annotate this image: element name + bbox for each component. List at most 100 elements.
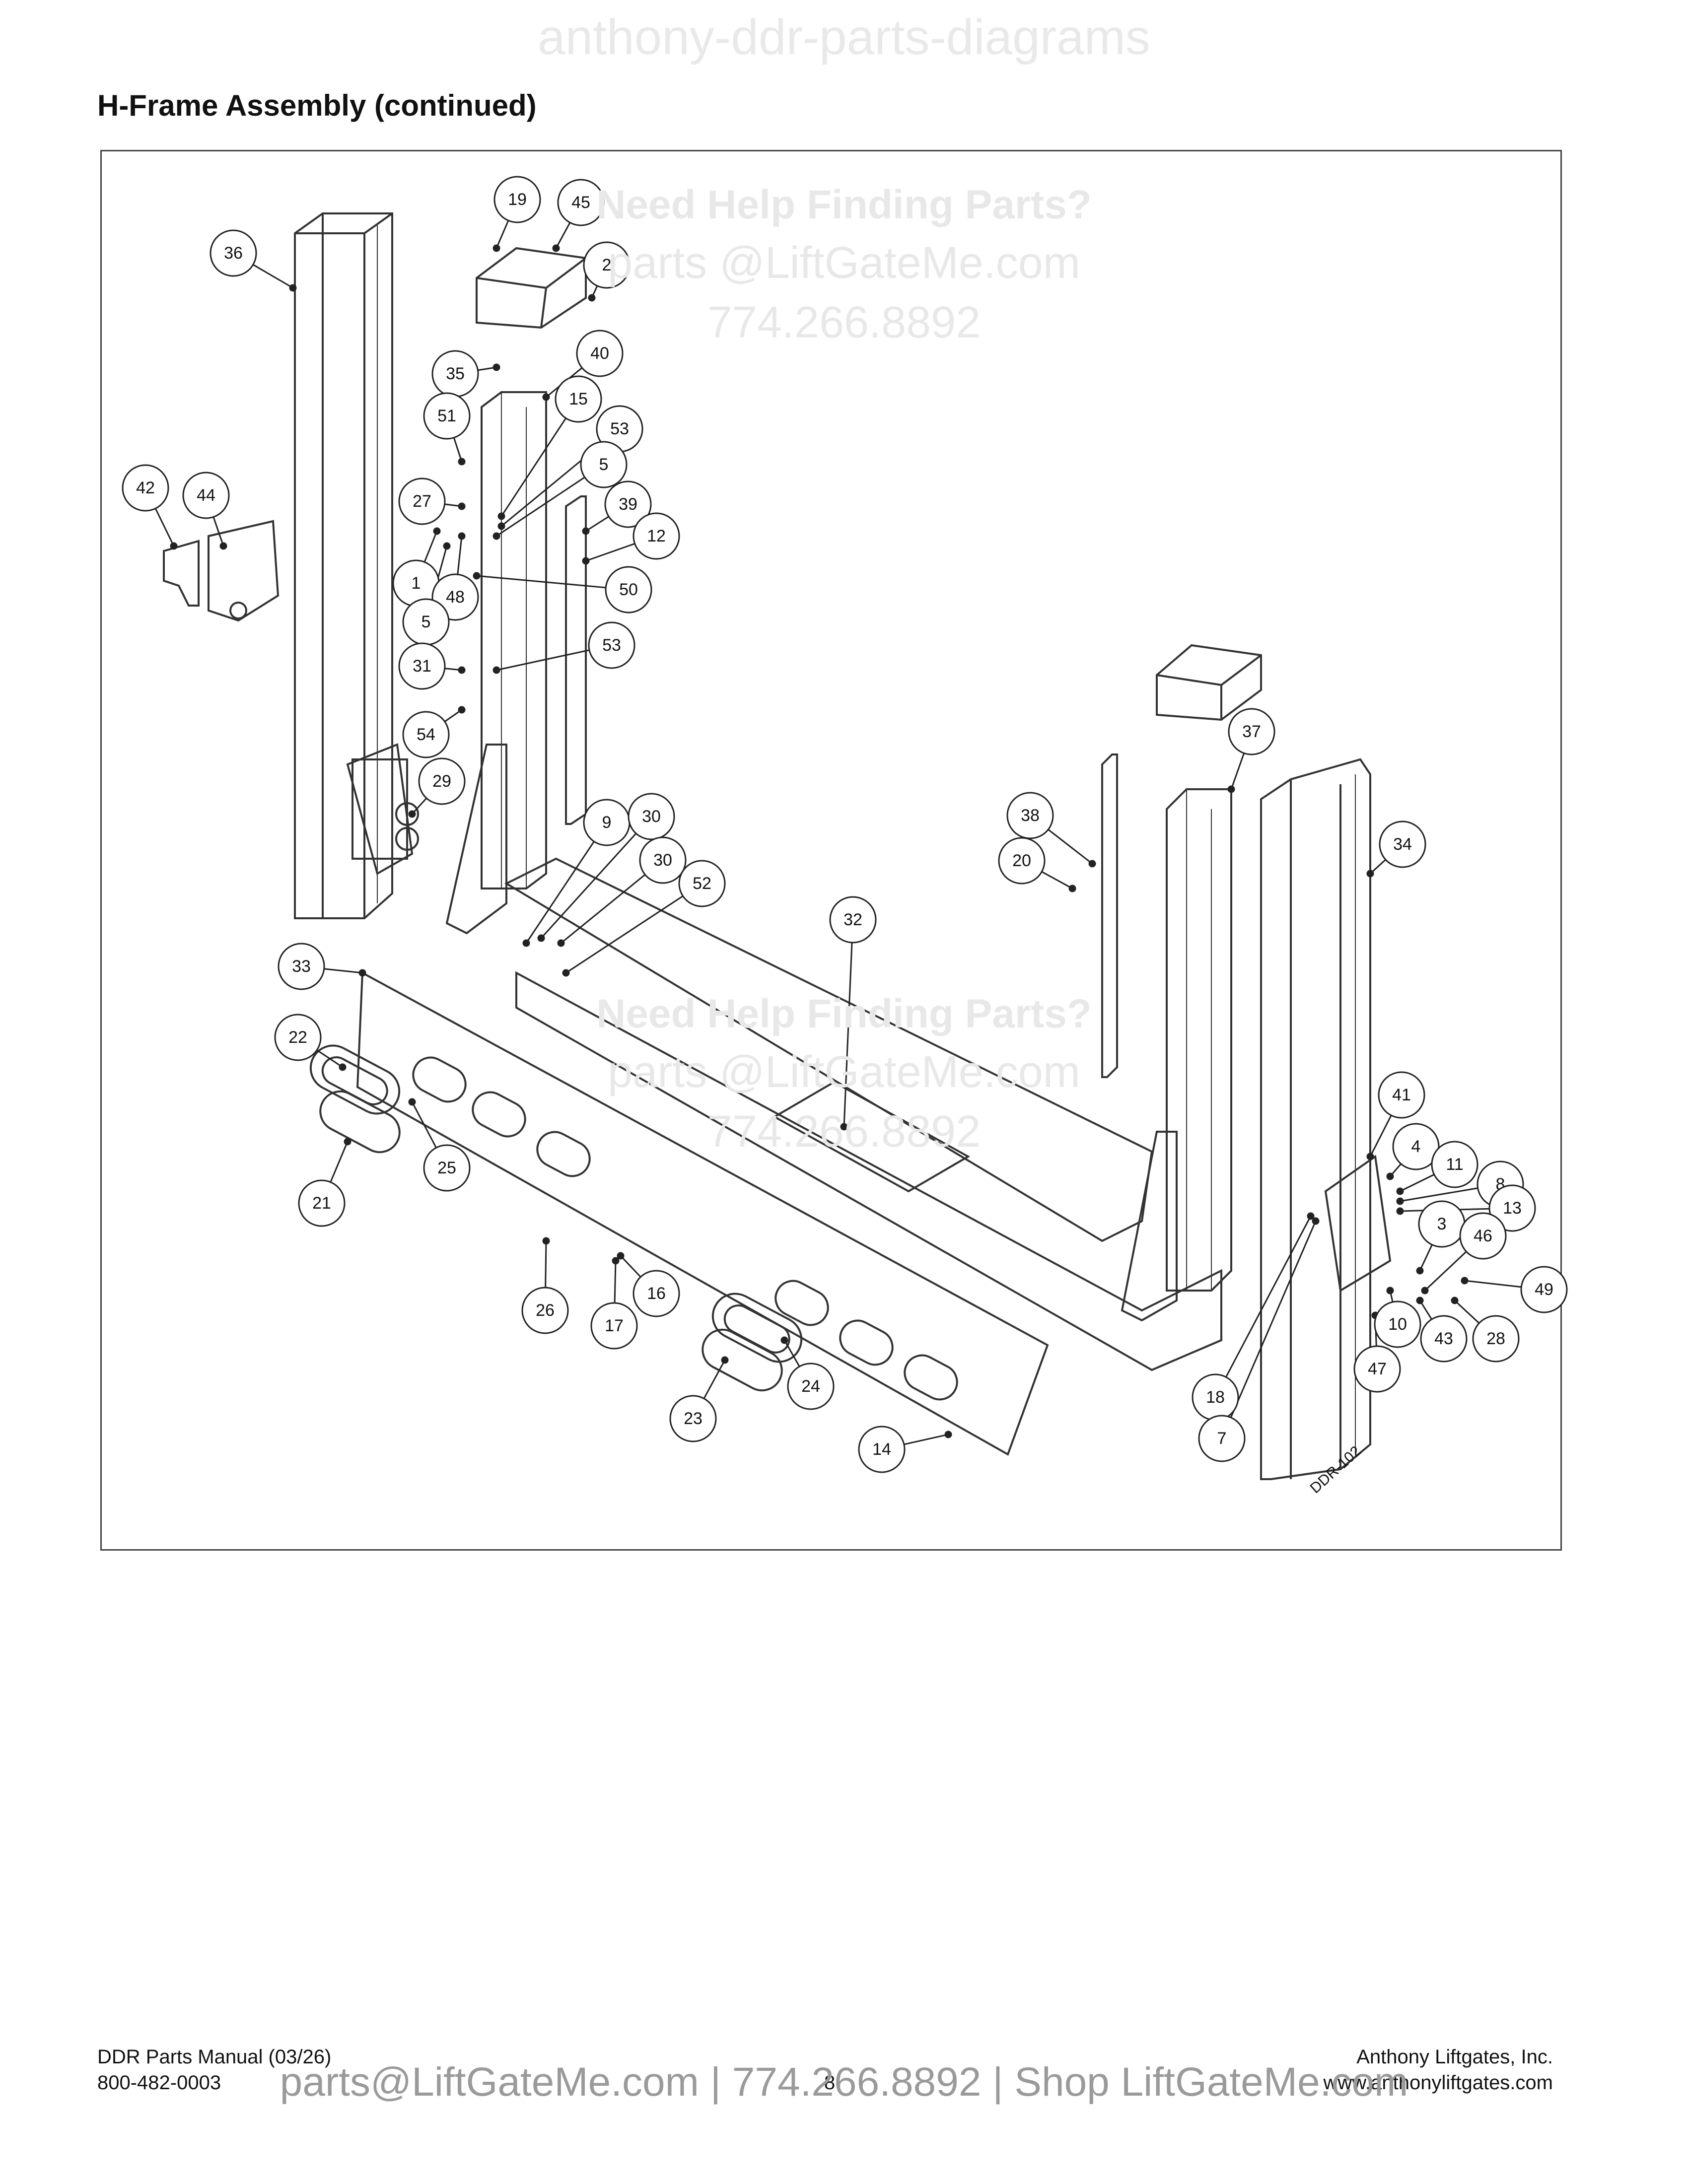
footer-manual: DDR Parts Manual (03/26): [97, 2046, 332, 2068]
footer-company: Anthony Liftgates, Inc.: [1356, 2046, 1553, 2068]
callout-number: 15: [569, 390, 588, 409]
callout-leader: [453, 437, 463, 462]
callout-number: 44: [197, 486, 215, 505]
watermark-line3: 774.266.8892: [707, 298, 981, 347]
callout-leader: [423, 531, 438, 562]
footer-promo: parts@LiftGateMe.com | 774.266.8892 | Sh…: [280, 2059, 1408, 2105]
callout-leader-tip: [944, 1431, 952, 1438]
callout-number: 11: [1446, 1155, 1463, 1174]
callout-circle: [1228, 708, 1275, 755]
callout-22: 22: [274, 1014, 322, 1061]
callout-circle: [1520, 1266, 1568, 1313]
callout-number: 20: [1012, 851, 1031, 870]
callout-3: 3: [1418, 1200, 1466, 1248]
callout-circle: [1006, 792, 1054, 839]
cross-member-32: [504, 857, 1222, 1371]
watermark-line2: parts @LiftGateMe.com: [608, 1047, 1080, 1097]
callout-circle: [493, 176, 541, 223]
callout-number: 12: [647, 527, 666, 546]
callout-number: 25: [437, 1159, 456, 1177]
callout-7: 7: [1198, 1415, 1246, 1462]
callout-leader: [783, 1340, 800, 1367]
right-channel-37: [1121, 788, 1232, 1322]
callout-circle: [639, 836, 687, 884]
callout-number: 37: [1242, 722, 1261, 741]
callout-5: 5: [580, 441, 628, 488]
callout-leader: [154, 508, 175, 546]
callout-circle: [423, 1144, 471, 1192]
callout-leader-tip: [492, 244, 500, 252]
callout-29: 29: [418, 757, 466, 805]
callout-42: 42: [122, 464, 169, 512]
callout-number: 48: [446, 588, 465, 607]
callout-number: 30: [653, 851, 672, 870]
callout-leader: [411, 1101, 437, 1148]
watermark-line3: 774.266.8892: [707, 1107, 981, 1157]
callout-21: 21: [298, 1179, 346, 1227]
callout-circle: [1378, 1071, 1425, 1119]
callout-23: 23: [669, 1395, 717, 1442]
callout-number: 33: [292, 957, 311, 976]
callout-leader-tip: [1421, 1287, 1429, 1295]
callout-leader-tip: [612, 1257, 620, 1265]
part-drawings: [163, 212, 1392, 1480]
callout-number: 23: [684, 1409, 703, 1428]
callout-circle: [182, 472, 230, 519]
callout-49: 49: [1520, 1266, 1568, 1313]
cover-45: [476, 247, 587, 329]
callout-52: 52: [678, 860, 726, 907]
callout-circle: [604, 480, 652, 528]
callout-39: 39: [604, 480, 652, 528]
plate-41: [1324, 1155, 1392, 1293]
drawing-id: DDR-102: [1307, 1443, 1364, 1497]
callout-leader-tip: [588, 294, 596, 302]
callout-26: 26: [521, 1287, 569, 1334]
callout-leader-tip: [552, 244, 560, 252]
callout-leader-tip: [1396, 1207, 1404, 1215]
callout-36: 36: [210, 229, 257, 277]
callout-leader-tip: [522, 939, 530, 947]
bracket-42-44: [163, 520, 280, 622]
callout-circle: [122, 464, 169, 512]
callout-44: 44: [182, 472, 230, 519]
callout-number: 35: [446, 364, 465, 383]
callout-28: 28: [1472, 1315, 1520, 1363]
callout-leader: [561, 874, 646, 944]
callout-leader-tip: [458, 502, 466, 510]
callout-leader: [1454, 1299, 1480, 1324]
callout-leader: [324, 968, 363, 974]
callout-38: 38: [1006, 792, 1054, 839]
callout-number: 27: [413, 492, 431, 511]
callout-leader-tip: [473, 572, 481, 580]
callout-leader: [904, 1433, 949, 1445]
callout-leader: [476, 575, 606, 589]
callout-24: 24: [787, 1363, 835, 1410]
callout-number: 39: [619, 495, 637, 514]
callout-leader-tip: [1386, 1287, 1394, 1295]
callout-15: 15: [555, 375, 602, 423]
callout-leader-tip: [840, 1123, 848, 1131]
callout-30: 30: [628, 793, 675, 840]
callout-circle: [669, 1395, 717, 1442]
callout-number: 17: [605, 1316, 624, 1335]
callout-number: 18: [1206, 1388, 1225, 1407]
callout-leader: [457, 536, 463, 575]
callout-leader-tip: [433, 527, 441, 535]
callout-leader-tip: [1088, 860, 1096, 868]
callout-number: 29: [432, 772, 451, 791]
callout-circle: [998, 837, 1046, 885]
callout-number: 52: [693, 874, 711, 893]
callout-33: 33: [278, 943, 325, 990]
callout-leader-tip: [1068, 885, 1076, 892]
callout-leader-tip: [1416, 1267, 1424, 1275]
front-panel-33: [356, 971, 1049, 1456]
callout-number: 16: [647, 1284, 666, 1303]
callout-leader: [1048, 829, 1093, 865]
callout-leader: [330, 1141, 349, 1183]
callout-leader: [555, 222, 571, 249]
callout-leader-tip: [617, 1252, 625, 1260]
callout-circle: [787, 1363, 835, 1410]
callout-leader: [1464, 1280, 1522, 1288]
bracket-29: [346, 743, 419, 876]
